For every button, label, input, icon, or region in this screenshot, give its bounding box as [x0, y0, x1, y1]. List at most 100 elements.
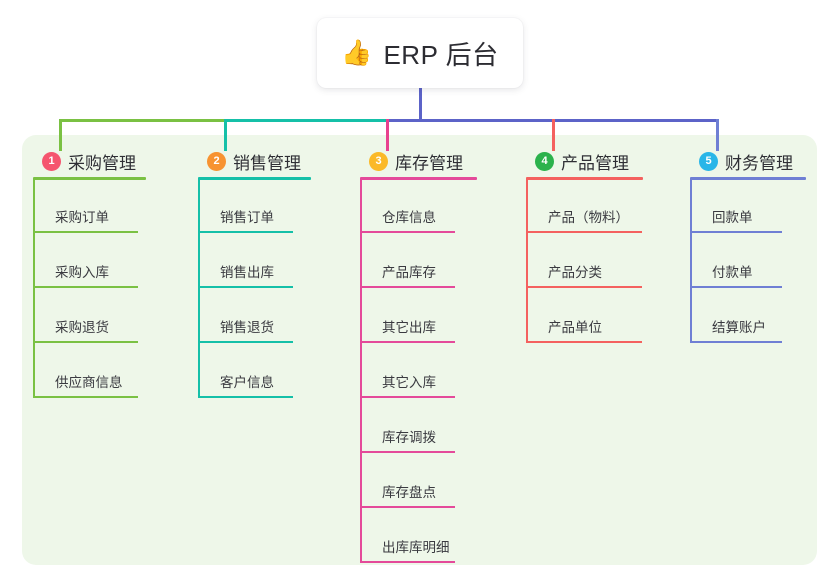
list-item[interactable]: 回款单 — [690, 178, 782, 233]
list-item-label: 产品库存 — [382, 265, 436, 280]
column-badge-5: 5 — [699, 151, 718, 171]
column-title: 产品管理 — [561, 153, 629, 173]
list-item-rule — [198, 341, 293, 343]
list-item-rule — [360, 396, 455, 398]
column-header-2[interactable]: 2 销售管理 — [198, 148, 301, 174]
column-header-1[interactable]: 1 采购管理 — [33, 148, 136, 174]
list-item[interactable]: 付款单 — [690, 233, 782, 288]
list-item-label: 销售退货 — [220, 320, 274, 335]
list-item-label: 采购退货 — [55, 320, 109, 335]
column-spine — [198, 178, 200, 398]
list-item-rule — [690, 341, 782, 343]
column-销售管理: 2 销售管理销售订单销售出库销售退货客户信息 — [198, 148, 311, 398]
column-drop-connector-2 — [224, 119, 227, 151]
list-item-label: 出库库明细 — [382, 540, 450, 555]
column-spine — [526, 178, 528, 343]
column-badge-3: 3 — [369, 151, 388, 171]
column-采购管理: 1 采购管理采购订单采购入库采购退货供应商信息 — [33, 148, 146, 398]
list-item-rule — [360, 561, 455, 563]
column-drop-connector-1 — [59, 119, 62, 151]
list-item-rule — [33, 286, 138, 288]
column-header-5[interactable]: 5 财务管理 — [690, 148, 793, 174]
list-item-label: 付款单 — [712, 265, 753, 280]
list-item-rule — [690, 231, 782, 233]
list-item-label: 销售出库 — [220, 265, 274, 280]
list-item[interactable]: 产品库存 — [360, 233, 455, 288]
list-item[interactable]: 仓库信息 — [360, 178, 455, 233]
list-item-rule — [360, 506, 455, 508]
column-header-rule — [198, 177, 311, 180]
column-库存管理: 3 库存管理仓库信息产品库存其它出库其它入库库存调拨库存盘点出库库明细 — [360, 148, 477, 563]
list-item-rule — [526, 286, 642, 288]
column-drop-connector-3 — [386, 119, 389, 151]
list-item[interactable]: 其它入库 — [360, 343, 455, 398]
list-item-rule — [198, 396, 293, 398]
list-item-rule — [526, 341, 642, 343]
column-title: 财务管理 — [725, 153, 793, 173]
list-item[interactable]: 其它出库 — [360, 288, 455, 343]
list-item[interactable]: 客户信息 — [198, 343, 293, 398]
list-item[interactable]: 结算账户 — [690, 288, 782, 343]
bus-segment-1 — [59, 119, 227, 122]
list-item-label: 产品分类 — [548, 265, 602, 280]
column-badge-1: 1 — [42, 151, 61, 171]
column-header-rule — [690, 177, 806, 180]
list-item[interactable]: 销售出库 — [198, 233, 293, 288]
list-item-label: 库存盘点 — [382, 485, 436, 500]
column-drop-connector-5 — [716, 119, 719, 151]
list-item-rule — [360, 231, 455, 233]
list-item-rule — [198, 286, 293, 288]
list-item-label: 采购订单 — [55, 210, 109, 225]
list-item-label: 库存调拨 — [382, 430, 436, 445]
root-node-title: ERP 后台 — [383, 39, 499, 70]
column-spine — [33, 178, 35, 398]
list-item[interactable]: 库存盘点 — [360, 453, 455, 508]
list-item-label: 采购入库 — [55, 265, 109, 280]
list-item-label: 结算账户 — [712, 320, 766, 335]
list-item-label: 其它入库 — [382, 375, 436, 390]
list-item[interactable]: 库存调拨 — [360, 398, 455, 453]
column-title: 库存管理 — [395, 153, 463, 173]
list-item[interactable]: 出库库明细 — [360, 508, 455, 563]
thumbs-up-icon: 👍 — [341, 39, 373, 67]
list-item-label: 回款单 — [712, 210, 753, 225]
list-item[interactable]: 销售退货 — [198, 288, 293, 343]
list-item-label: 仓库信息 — [382, 210, 436, 225]
list-item-rule — [360, 451, 455, 453]
list-item[interactable]: 产品单位 — [526, 288, 642, 343]
list-item[interactable]: 产品（物料） — [526, 178, 642, 233]
column-title: 销售管理 — [233, 153, 301, 173]
list-item-label: 产品（物料） — [548, 210, 629, 225]
column-header-rule — [526, 177, 643, 180]
list-item-rule — [33, 396, 138, 398]
root-stem-connector — [419, 88, 422, 122]
column-title: 采购管理 — [68, 153, 136, 173]
list-item[interactable]: 供应商信息 — [33, 343, 138, 398]
list-item-rule — [526, 231, 642, 233]
column-drop-connector-4 — [552, 119, 555, 151]
list-item[interactable]: 采购入库 — [33, 233, 138, 288]
column-header-3[interactable]: 3 库存管理 — [360, 148, 463, 174]
column-badge-2: 2 — [207, 151, 226, 171]
list-item[interactable]: 销售订单 — [198, 178, 293, 233]
list-item-label: 其它出库 — [382, 320, 436, 335]
list-item-label: 销售订单 — [220, 210, 274, 225]
list-item-rule — [360, 341, 455, 343]
list-item-rule — [360, 286, 455, 288]
column-spine — [360, 178, 362, 563]
list-item[interactable]: 采购订单 — [33, 178, 138, 233]
column-财务管理: 5 财务管理回款单付款单结算账户 — [690, 148, 806, 343]
list-item[interactable]: 产品分类 — [526, 233, 642, 288]
column-spine — [690, 178, 692, 343]
column-header-rule — [360, 177, 477, 180]
list-item-label: 供应商信息 — [55, 375, 123, 390]
list-item[interactable]: 采购退货 — [33, 288, 138, 343]
root-node[interactable]: 👍 ERP 后台 — [317, 18, 523, 88]
list-item-rule — [690, 286, 782, 288]
list-item-rule — [198, 231, 293, 233]
list-item-rule — [33, 341, 138, 343]
list-item-label: 客户信息 — [220, 375, 274, 390]
